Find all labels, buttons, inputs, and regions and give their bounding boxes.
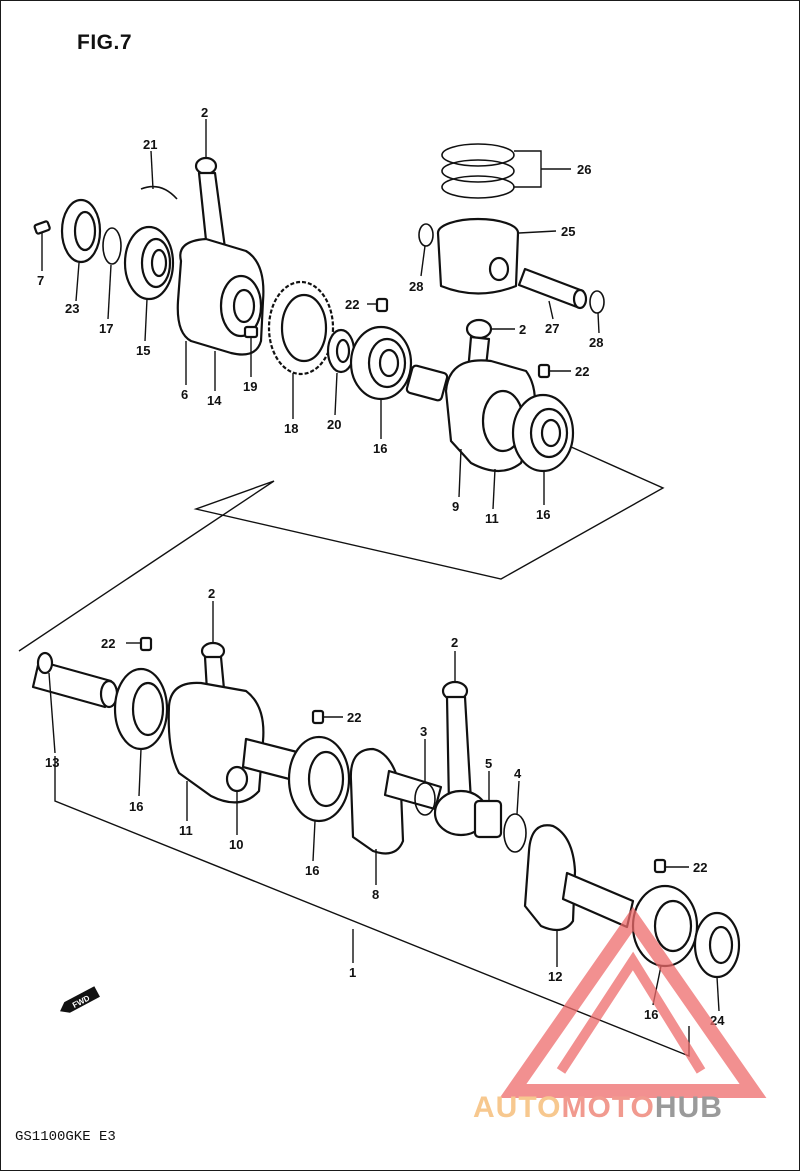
callout-28-left: 28 [409, 279, 423, 294]
callout-2-right: 2 [519, 322, 526, 337]
callout-22-bl: 22 [101, 636, 115, 651]
callout-16-right: 16 [536, 507, 550, 522]
callout-10: 10 [229, 837, 243, 852]
automotohub-logo-icon [499, 906, 767, 1098]
callout-25: 25 [561, 224, 575, 239]
callout-7: 7 [37, 273, 44, 288]
callout-17: 17 [99, 321, 113, 336]
callout-28-right: 28 [589, 335, 603, 350]
crank-web-12 [523, 824, 635, 932]
clip-21 [140, 185, 178, 200]
dowel-22-bm [311, 709, 325, 725]
callout-1: 1 [349, 965, 356, 980]
callout-22-br: 22 [693, 860, 707, 875]
leader-lines [41, 119, 720, 1012]
dowel-22-bl [139, 636, 153, 652]
callout-21: 21 [143, 137, 157, 152]
crank-web-10-11 [167, 681, 303, 804]
crank-web-6-14 [176, 237, 265, 356]
bearing-16-bm [287, 735, 351, 823]
callout-22-right: 22 [575, 364, 589, 379]
callout-15: 15 [136, 343, 150, 358]
bearing-16-bl [113, 667, 169, 751]
watermark-text: AUTOMOTOHUB [473, 1091, 723, 1125]
circlip-28-left [418, 223, 434, 247]
callout-27: 27 [545, 321, 559, 336]
figure-title: FIG.7 [77, 31, 133, 54]
callout-16-br: 16 [644, 1007, 658, 1022]
piston-25 [436, 217, 520, 295]
callout-4: 4 [514, 766, 522, 781]
callout-8: 8 [372, 887, 379, 902]
callout-labels: 2 21 7 23 17 15 6 14 19 18 20 16 22 26 2… [37, 105, 725, 1028]
callout-23: 23 [65, 301, 79, 316]
oil-seal-24 [693, 911, 741, 979]
crank-web-8 [349, 747, 443, 855]
washer-4 [503, 813, 527, 853]
callout-22-bm: 22 [347, 710, 361, 725]
callout-11-bl: 11 [179, 823, 193, 838]
callout-12: 12 [548, 969, 562, 984]
watermark-part-hub: HUB [654, 1091, 723, 1124]
callout-5: 5 [485, 756, 492, 771]
model-code: GS1100GKE E3 [15, 1129, 116, 1145]
piston-rings-26 [441, 143, 515, 199]
callout-14: 14 [207, 393, 222, 408]
dowel-pin-7 [33, 220, 51, 235]
piston-pin-27 [517, 267, 588, 310]
callout-20: 20 [327, 417, 341, 432]
crank-end-13 [31, 651, 119, 709]
needle-bearing-5 [473, 799, 503, 839]
fwd-arrow-icon: FWD [60, 986, 100, 1013]
gear-18 [267, 280, 335, 376]
dowel-22-top [375, 297, 389, 313]
dowel-22-br [653, 858, 667, 874]
callout-16-bm: 16 [305, 863, 319, 878]
oil-seal-23 [60, 198, 102, 264]
callout-13: 13 [45, 755, 59, 770]
callout-9: 9 [452, 499, 459, 514]
watermark-part-moto: MOTO [561, 1091, 655, 1124]
callout-26: 26 [577, 162, 591, 177]
callout-16-top: 16 [373, 441, 387, 456]
watermark-part-auto: AUTO [473, 1091, 562, 1124]
group-frame-lines [18, 445, 690, 1058]
bearing-15 [123, 225, 175, 301]
circlip-28-right [589, 290, 605, 314]
callout-11-top: 11 [485, 511, 499, 526]
callout-2-br: 2 [451, 635, 458, 650]
callout-19: 19 [243, 379, 257, 394]
pin-19 [243, 325, 259, 339]
callout-6: 6 [181, 387, 188, 402]
bearing-16-right [511, 393, 575, 473]
callout-18: 18 [284, 421, 298, 436]
washer-20 [326, 328, 356, 374]
dowel-22-right [537, 363, 551, 379]
callout-2-bl: 2 [208, 586, 215, 601]
callout-22-top: 22 [345, 297, 359, 312]
circlip-17 [102, 227, 122, 265]
bearing-16-top [349, 325, 413, 401]
callout-3: 3 [420, 724, 427, 739]
callout-2-top: 2 [201, 105, 208, 120]
callout-16-bl: 16 [129, 799, 143, 814]
